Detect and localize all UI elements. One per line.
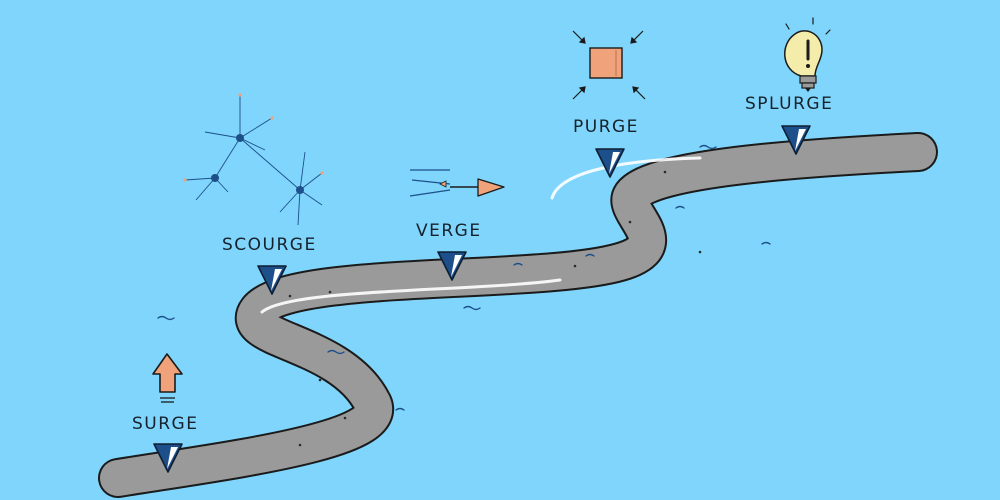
marker-verge [437, 251, 467, 281]
markers [153, 125, 811, 473]
water-squiggles [157, 144, 771, 411]
marker-surge [153, 443, 183, 473]
network-nodes-icon [183, 93, 324, 226]
arrow-right-icon [409, 169, 505, 197]
stop-label-surge: SURGE [132, 414, 199, 434]
marker-scourge [257, 265, 287, 295]
marker-purge [595, 148, 625, 178]
lightbulb-idea-icon [783, 17, 831, 92]
compress-square-icon [572, 30, 646, 100]
stop-label-purge: PURGE [573, 117, 639, 137]
winding-road [98, 132, 938, 498]
up-arrow-icon [152, 353, 183, 403]
stop-label-scourge: SCOURGE [222, 235, 317, 255]
stop-label-verge: VERGE [416, 221, 482, 241]
marker-splurge [781, 125, 811, 155]
stop-label-splurge: SPLURGE [745, 94, 834, 114]
